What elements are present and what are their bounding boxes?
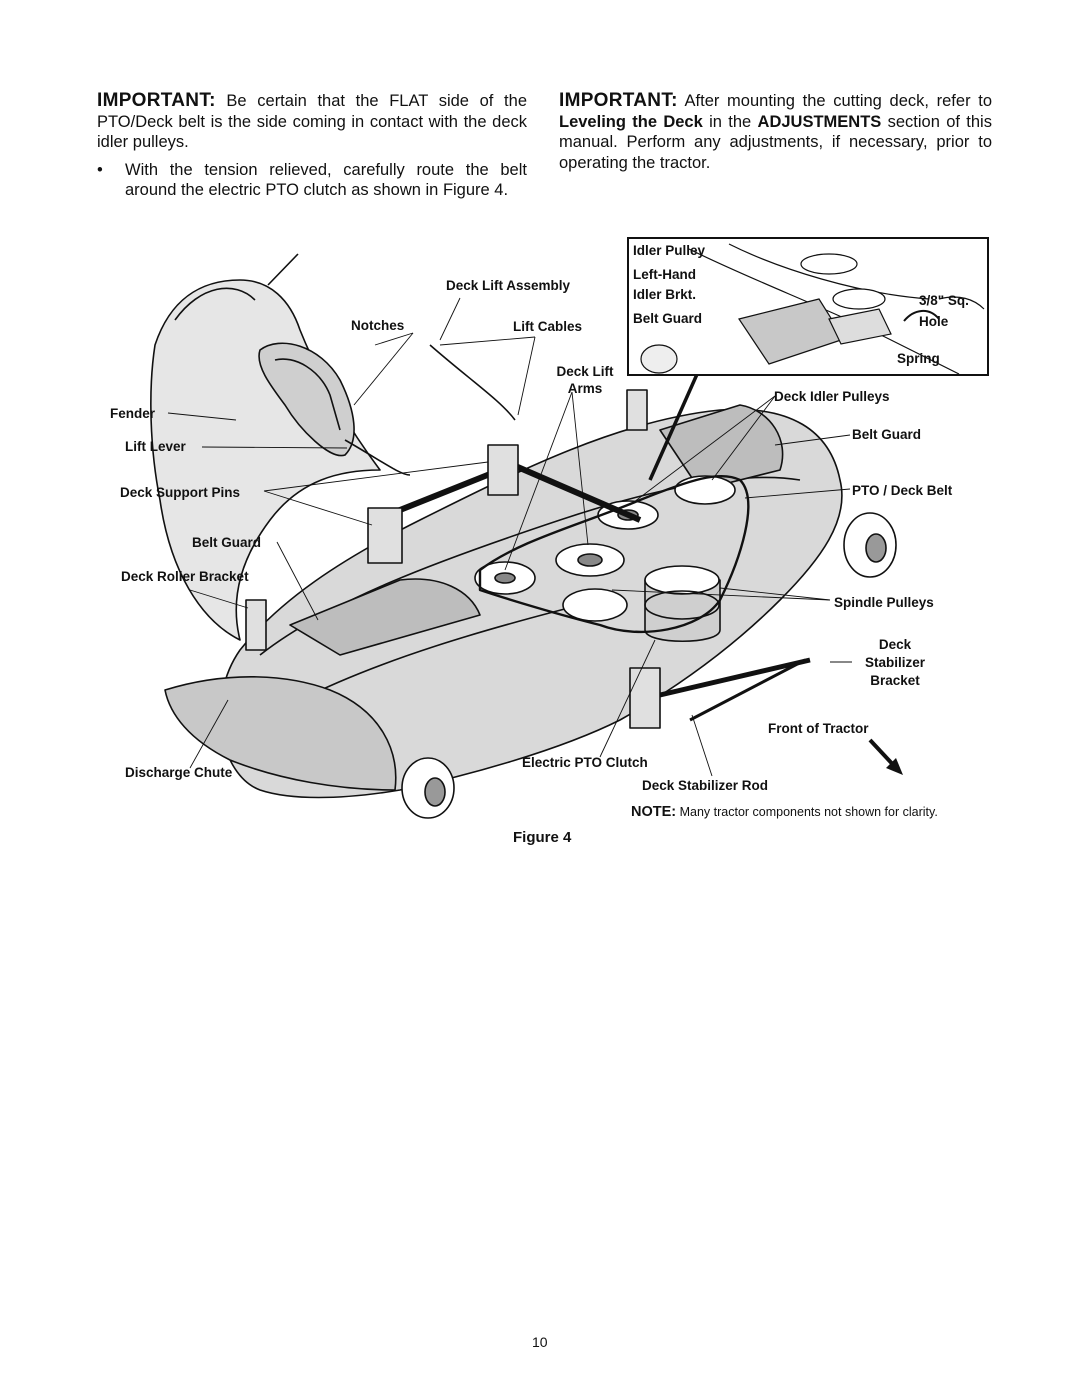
lift-lever (258, 342, 355, 457)
leveling-reference: Leveling the Deck (559, 112, 703, 131)
idler-pulley-2 (674, 475, 736, 505)
deck-stabilizer-rod (659, 657, 811, 698)
deck-body (219, 408, 843, 799)
idler-bracket-inset: Idler Pulley Left-Hand Idler Brkt. Belt … (627, 237, 989, 376)
right-text-column: IMPORTANT: After mounting the cutting de… (559, 90, 992, 173)
inset-label-belt-guard: Belt Guard (633, 311, 703, 326)
label-belt-guard-right: Belt Guard (852, 427, 922, 442)
important-text-part: After mounting the cutting deck, refer t… (684, 92, 992, 110)
label-lift-cables: Lift Cables (513, 319, 583, 334)
important-text-part: section of this manual. Perform any adju… (559, 112, 992, 172)
right-important-paragraph: IMPORTANT: After mounting the cutting de… (559, 90, 992, 173)
inset-label-sq: 3/8" Sq. (919, 293, 969, 308)
label-belt-guard-left: Belt Guard (192, 535, 262, 550)
label-lift-lever: Lift Lever (125, 439, 186, 454)
label-front-of-tractor: Front of Tractor (768, 721, 869, 736)
label-pto-deck-belt: PTO / Deck Belt (852, 483, 953, 498)
label-discharge-chute: Discharge Chute (125, 765, 233, 780)
label-deck-support-pins: Deck Support Pins (120, 485, 241, 500)
page-number: 10 (532, 1334, 548, 1350)
important-text-part: in the (702, 112, 758, 131)
spindle-pulley-front (562, 588, 628, 622)
inset-label-idler-pulley: Idler Pulley (633, 243, 706, 258)
inset-label-hole: Hole (919, 314, 949, 329)
deck-roller-bracket-shape (245, 599, 267, 651)
inset-label-spring: Spring (897, 351, 940, 366)
deck-assembly-illustration (150, 253, 903, 819)
bullet-text: With the tension relieved, carefully rou… (125, 160, 527, 200)
inset-label-left-hand: Left-Hand (633, 267, 696, 282)
bullet-symbol: • (97, 160, 103, 179)
note-label: NOTE: (631, 804, 677, 820)
label-bracket: Bracket (870, 673, 920, 688)
label-stabilizer: Stabilizer (864, 655, 926, 670)
label-deck-roller-bracket: Deck Roller Bracket (121, 569, 249, 584)
label-deck-lift-assembly: Deck Lift Assembly (446, 278, 571, 293)
bullet-item: • With the tension relieved, carefully r… (97, 160, 527, 201)
discharge-chute-shape (164, 676, 397, 791)
label-deck-idler-pulleys: Deck Idler Pulleys (774, 389, 890, 404)
adjustments-reference: ADJUSTMENTS (757, 112, 882, 131)
important-text: Be certain that the FLAT side of the PTO… (97, 92, 527, 151)
left-text-column: IMPORTANT: Be certain that the FLAT side… (97, 90, 527, 201)
figure-caption: Figure 4 (513, 829, 572, 846)
left-belt-guard (289, 578, 481, 656)
fender-outline (150, 279, 381, 641)
label-fender: Fender (110, 406, 156, 421)
label-deck-stabilizer-rod: Deck Stabilizer Rod (642, 778, 769, 793)
deck-stabilizer-bracket-shape (629, 667, 661, 729)
label-deck-lift: Deck Lift (556, 364, 614, 379)
left-important-paragraph: IMPORTANT: Be certain that the FLAT side… (97, 90, 527, 153)
figure-note: NOTE: Many tractor components not shown … (631, 804, 938, 820)
pto-deck-belt (478, 474, 750, 634)
important-label: IMPORTANT: (559, 90, 678, 111)
important-label: IMPORTANT: (97, 90, 216, 111)
label-notches: Notches (351, 318, 405, 333)
lift-cables (344, 439, 411, 476)
inset-drawing (640, 243, 985, 374)
label-spindle-pulleys: Spindle Pulleys (834, 595, 934, 610)
note-text: Many tractor components not shown for cl… (679, 805, 938, 819)
label-electric-pto-clutch: Electric PTO Clutch (522, 755, 648, 770)
inset-label-idler-brkt: Idler Brkt. (633, 287, 697, 302)
label-arms: Arms (567, 381, 603, 396)
label-deck: Deck (878, 637, 912, 652)
